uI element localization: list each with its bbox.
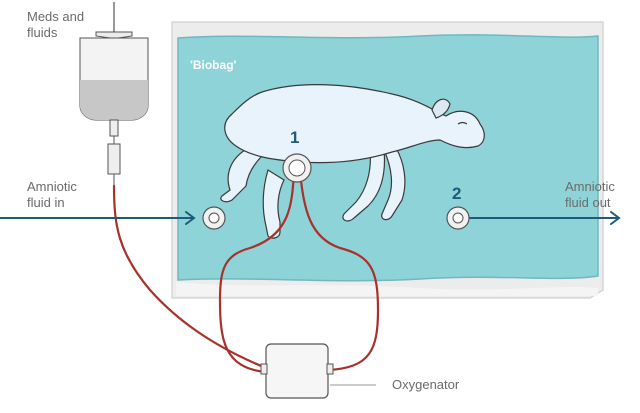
port-2-outlet	[446, 206, 470, 230]
port-1-label: 1	[290, 128, 300, 147]
port-2-label: 2	[452, 184, 462, 203]
fluid-in-label: Amniotic fluid in	[27, 179, 77, 211]
meds-label-line-1: Meds and	[27, 9, 85, 24]
port-inlet	[202, 206, 226, 230]
fluid-in-line-1: Amniotic	[27, 179, 77, 194]
biobag-label: 'Biobag'	[190, 58, 237, 72]
iv-bag	[79, 2, 149, 186]
fluid-arrows	[0, 211, 621, 225]
fluid-out-line-1: Amniotic	[565, 179, 615, 194]
fluid-in-line-2: fluid in	[27, 195, 65, 210]
oxygenator-label: Oxygenator	[392, 377, 460, 392]
ports	[202, 153, 470, 230]
meds-fluids-label: Meds and fluids	[27, 9, 84, 41]
fluid-out-label: Amniotic fluid out	[565, 179, 615, 211]
meds-label-line-2: fluids	[27, 25, 58, 40]
lamb-fetus	[220, 84, 485, 239]
blood-lines	[112, 170, 380, 374]
oxygenator-unit	[260, 343, 376, 399]
port-1-umbilical	[282, 153, 312, 183]
fluid-out-line-2: fluid out	[565, 195, 611, 210]
